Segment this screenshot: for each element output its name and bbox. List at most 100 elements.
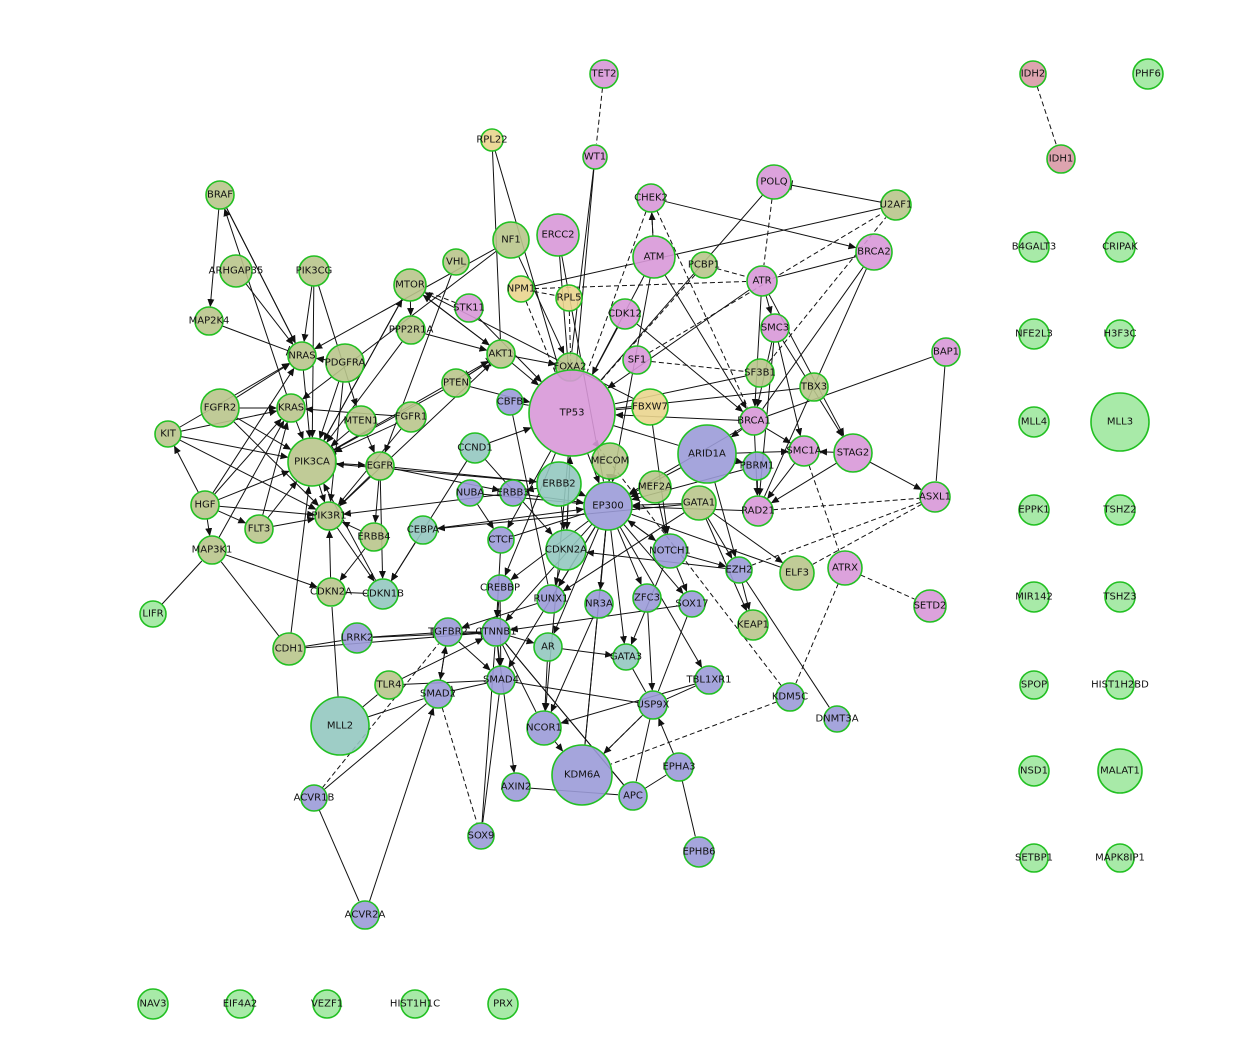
node-circle[interactable]	[486, 665, 516, 695]
node-circle[interactable]	[677, 424, 737, 484]
node-idh1[interactable]: IDH1	[1046, 144, 1076, 174]
node-sf1[interactable]: SF1	[622, 345, 652, 375]
node-setbp1[interactable]: SETBP1	[1015, 843, 1053, 873]
node-circle[interactable]	[408, 515, 438, 545]
node-crebbp[interactable]: CREBBP	[480, 574, 520, 602]
node-prx[interactable]: PRX	[487, 988, 519, 1020]
node-fgfr1[interactable]: FGFR1	[395, 401, 428, 433]
node-circle[interactable]	[454, 293, 484, 323]
node-circle[interactable]	[827, 550, 863, 586]
node-tshz3[interactable]: TSHZ3	[1102, 581, 1137, 613]
node-stag2[interactable]: STAG2	[833, 433, 873, 473]
node-atr[interactable]: ATR	[746, 265, 778, 297]
node-circle[interactable]	[197, 535, 227, 565]
node-fgfr2[interactable]: FGFR2	[200, 388, 240, 428]
node-tbx3[interactable]: TBX3	[799, 372, 829, 402]
node-circle[interactable]	[507, 275, 535, 303]
node-circle[interactable]	[499, 479, 527, 507]
node-npm1[interactable]: NPM1	[507, 275, 536, 303]
node-hist1h2bd[interactable]: HIST1H2BD	[1091, 670, 1149, 700]
node-cdkn2a[interactable]: CDKN2A	[545, 529, 587, 571]
node-nsd1[interactable]: NSD1	[1018, 755, 1050, 787]
node-mll2[interactable]: MLL2	[310, 696, 370, 756]
node-circle[interactable]	[341, 622, 373, 654]
node-circle[interactable]	[287, 437, 337, 487]
node-gata3[interactable]: GATA3	[610, 643, 642, 671]
node-vezf1[interactable]: VEZF1	[311, 989, 343, 1019]
node-circle[interactable]	[683, 836, 715, 868]
node-tbl1xr1[interactable]: TBL1XR1	[685, 665, 732, 695]
node-circle[interactable]	[200, 388, 240, 428]
node-usp9x[interactable]: USP9X	[637, 690, 670, 720]
node-pdgfra[interactable]: PDGFRA	[325, 343, 366, 383]
node-kit[interactable]: KIT	[154, 420, 182, 448]
node-circle[interactable]	[487, 526, 515, 554]
node-hist1h1c[interactable]: HIST1H1C	[390, 989, 440, 1019]
node-tshz2[interactable]: TSHZ2	[1102, 494, 1137, 526]
node-circle[interactable]	[612, 643, 640, 671]
node-circle[interactable]	[746, 265, 778, 297]
node-circle[interactable]	[433, 617, 463, 647]
node-circle[interactable]	[205, 180, 235, 210]
node-pcbp1[interactable]: PCBP1	[688, 251, 720, 279]
node-circle[interactable]	[486, 574, 514, 602]
node-sf3b1[interactable]: SF3B1	[744, 358, 776, 388]
node-keap1[interactable]: KEAP1	[737, 609, 769, 641]
node-notch1[interactable]: NOTCH1	[649, 533, 691, 569]
node-circle[interactable]	[536, 461, 582, 507]
node-circle[interactable]	[1019, 670, 1049, 700]
node-eppk1[interactable]: EPPK1	[1018, 494, 1050, 526]
node-circle[interactable]	[622, 345, 652, 375]
node-circle[interactable]	[745, 358, 775, 388]
node-tgfbr2[interactable]: TGFBR2	[427, 617, 468, 647]
node-rpl22[interactable]: RPL22	[476, 128, 508, 152]
node-circle[interactable]	[456, 479, 484, 507]
node-circle[interactable]	[492, 221, 530, 259]
node-pbrm1[interactable]: PBRM1	[740, 451, 775, 481]
node-circle[interactable]	[638, 690, 668, 720]
node-ercc2[interactable]: ERCC2	[536, 213, 580, 257]
node-circle[interactable]	[742, 495, 774, 527]
node-circle[interactable]	[393, 268, 427, 302]
node-mir142[interactable]: MIR142	[1015, 581, 1053, 613]
node-circle[interactable]	[678, 590, 706, 618]
node-circle[interactable]	[1019, 60, 1047, 88]
node-spop[interactable]: SPOP	[1019, 670, 1049, 700]
node-circle[interactable]	[631, 388, 669, 426]
node-circle[interactable]	[1105, 843, 1135, 873]
node-acvr1b[interactable]: ACVR1B	[294, 784, 335, 812]
node-nf1[interactable]: NF1	[492, 221, 530, 259]
node-nav3[interactable]: NAV3	[137, 988, 169, 1020]
node-circle[interactable]	[244, 514, 274, 544]
node-circle[interactable]	[528, 369, 616, 457]
node-circle[interactable]	[652, 533, 688, 569]
node-egfr[interactable]: EGFR	[365, 451, 395, 481]
node-map2k4[interactable]: MAP2K4	[189, 306, 230, 336]
node-circle[interactable]	[154, 420, 182, 448]
node-wt1[interactable]: WT1	[582, 144, 608, 170]
node-circle[interactable]	[1097, 748, 1143, 794]
node-mtor[interactable]: MTOR	[393, 268, 427, 302]
node-tlr4[interactable]: TLR4	[374, 670, 404, 700]
node-mll3[interactable]: MLL3	[1090, 392, 1150, 452]
node-circle[interactable]	[638, 470, 672, 504]
node-mecom[interactable]: MECOM	[591, 442, 629, 480]
node-circle[interactable]	[536, 584, 566, 614]
node-epha3[interactable]: EPHA3	[662, 752, 696, 782]
node-smad2[interactable]: SMAD2	[420, 679, 456, 709]
node-acvr2a[interactable]: ACVR2A	[345, 900, 386, 930]
node-nras[interactable]: NRAS	[287, 341, 317, 371]
node-circle[interactable]	[545, 529, 587, 571]
node-circle[interactable]	[779, 555, 815, 591]
node-circle[interactable]	[312, 989, 342, 1019]
node-circle[interactable]	[694, 665, 724, 695]
node-circle[interactable]	[583, 481, 633, 531]
node-tp53[interactable]: TP53	[528, 369, 616, 457]
node-circle[interactable]	[276, 393, 306, 423]
node-cdkn2a2[interactable]: CDKN2A	[310, 577, 352, 607]
node-circle[interactable]	[799, 372, 829, 402]
node-setd2[interactable]: SETD2	[913, 589, 947, 623]
node-circle[interactable]	[298, 255, 330, 287]
node-apc[interactable]: APC	[618, 781, 648, 811]
node-circle[interactable]	[526, 710, 562, 746]
